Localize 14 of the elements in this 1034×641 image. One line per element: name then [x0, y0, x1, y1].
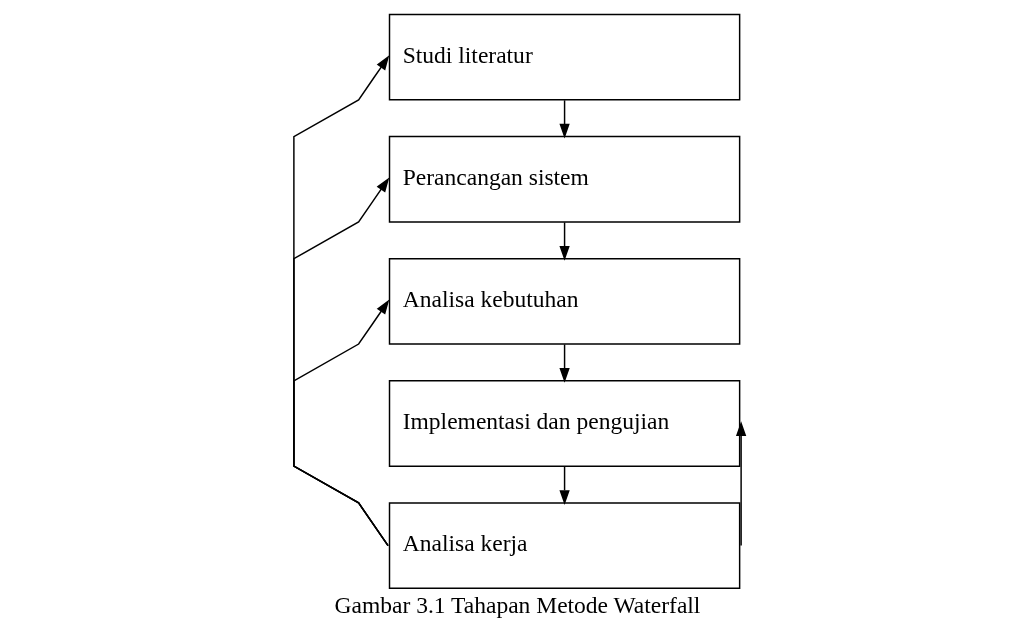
- node-box: Implementasi dan pengujian: [388, 380, 740, 467]
- arrow: [558, 221, 570, 261]
- node-box: Analisa kebutuhan: [388, 257, 740, 345]
- caption: Gambar 3.1 Tahapan Metode Waterfall: [334, 591, 700, 618]
- arrow: [558, 465, 570, 505]
- arrow: [735, 421, 746, 547]
- node-box: Analisa kerja: [388, 502, 740, 589]
- node-box: Perancangan sistem: [388, 135, 740, 223]
- arrow: [292, 299, 389, 547]
- node-box: Studi literatur: [388, 13, 740, 101]
- arrow: [558, 99, 570, 139]
- arrow: [558, 343, 570, 383]
- arrow: [292, 55, 389, 547]
- arrow: [292, 177, 389, 547]
